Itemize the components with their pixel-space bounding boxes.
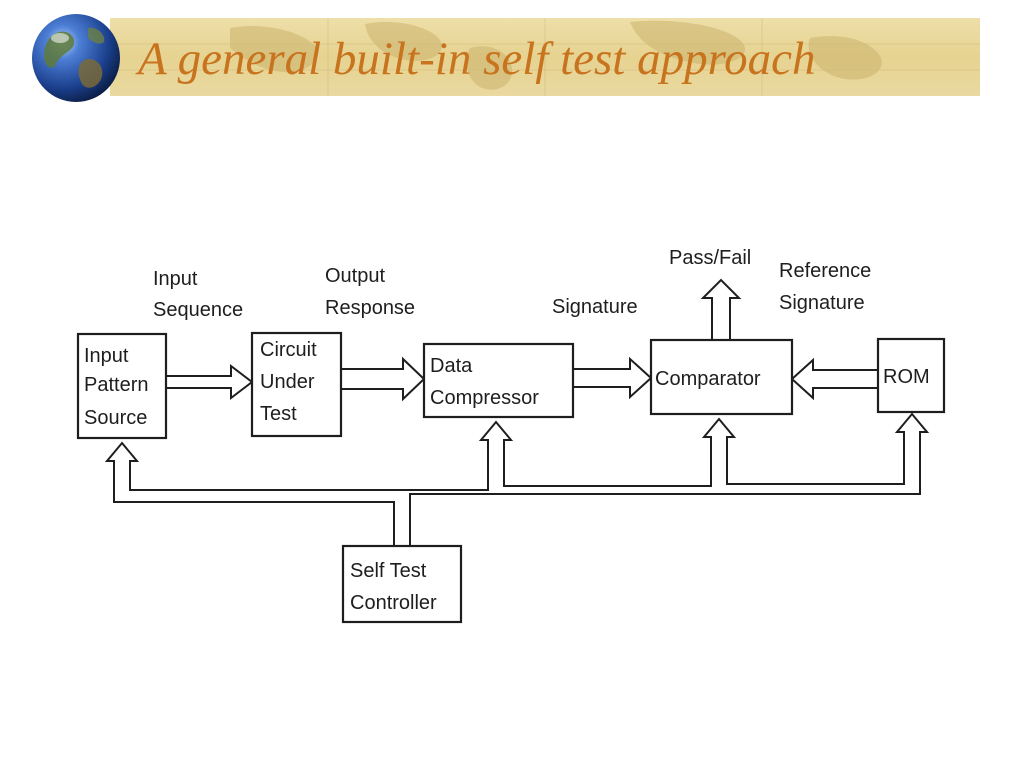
arrow-output-response xyxy=(340,356,426,402)
data-compressor-block xyxy=(422,342,575,419)
circuit-under-test-label: Circuit Under Test xyxy=(260,339,322,425)
circuit-under-test-block xyxy=(250,331,343,438)
signature-label: Signature xyxy=(552,296,638,318)
controller-bus xyxy=(104,412,930,547)
world-map-decoration xyxy=(110,18,980,96)
pass-fail-label: Pass/Fail xyxy=(669,247,751,269)
arrow-pass-fail xyxy=(700,278,742,341)
comparator-label: Comparator xyxy=(655,368,761,390)
arrow-input-sequence xyxy=(165,363,254,401)
comparator-block xyxy=(649,338,794,416)
self-test-controller-label: Self Test Controller xyxy=(350,560,437,614)
output-response-label: Output Response xyxy=(325,265,415,319)
arrow-signature xyxy=(572,356,653,400)
input-sequence-label: Input Sequence xyxy=(153,268,243,321)
data-compressor-label: Data Compressor xyxy=(430,355,539,409)
self-test-controller-block xyxy=(341,544,463,624)
rom-label: ROM xyxy=(883,366,930,388)
input-pattern-source-label: Input Pattern Source xyxy=(84,345,154,429)
arrow-reference-signature xyxy=(790,357,879,401)
title-banner xyxy=(110,18,980,96)
slide-title: A general built-in self test approach xyxy=(138,33,816,85)
globe-icon xyxy=(32,14,120,102)
input-pattern-source-block xyxy=(76,332,168,440)
reference-signature-label: Reference Signature xyxy=(779,260,877,314)
rom-block xyxy=(876,337,946,414)
